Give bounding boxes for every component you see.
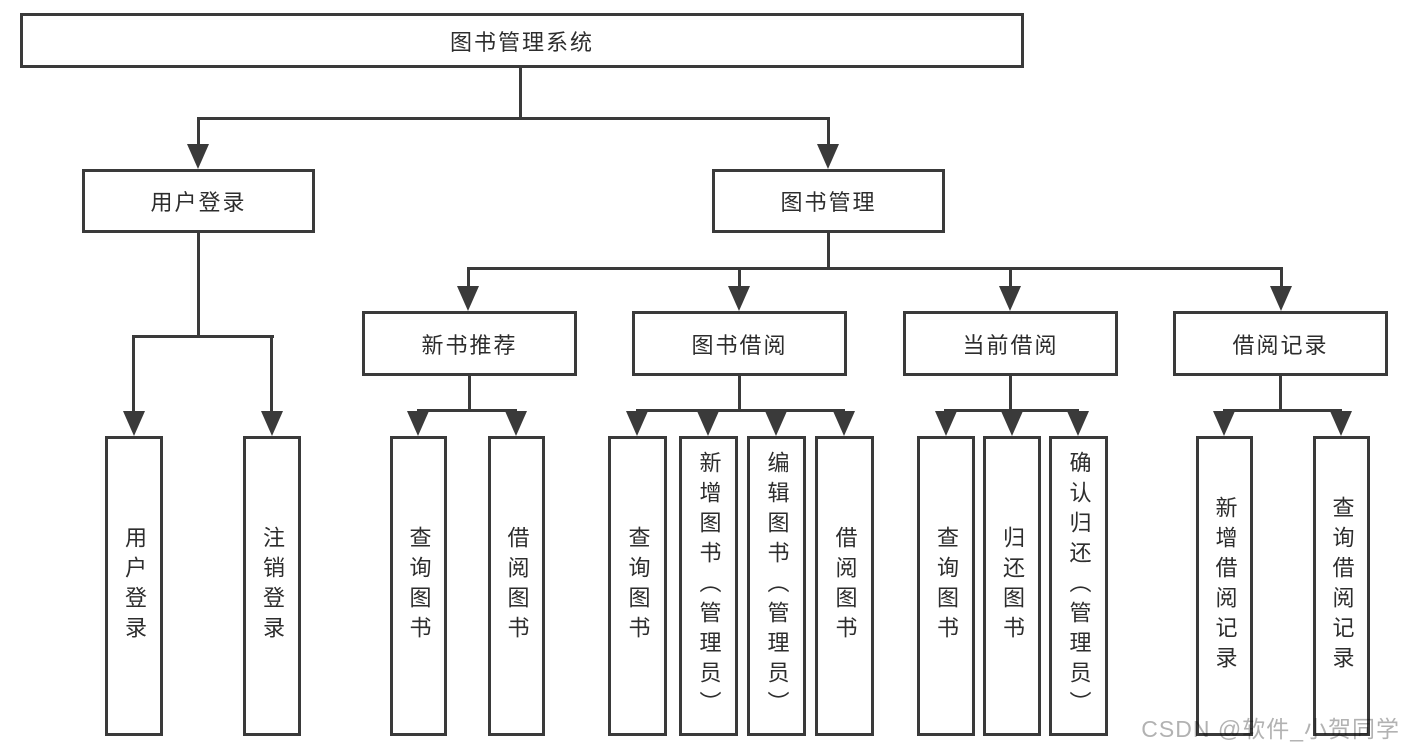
- arrow-down-icon: [833, 411, 855, 436]
- node-label: 图书管理系统: [449, 29, 594, 55]
- node-current-borrowing: 当前借阅: [903, 311, 1118, 376]
- leaf-confirm-return-admin: 确认归还（管理员）: [1049, 436, 1108, 736]
- node-label: 当前借阅: [962, 332, 1059, 358]
- arrow-down-icon: [187, 144, 209, 169]
- watermark: CSDN @软件_小贺同学: [1141, 716, 1400, 742]
- connector-line: [944, 409, 1079, 412]
- connector-line: [827, 117, 830, 147]
- arrow-down-icon: [697, 411, 719, 436]
- leaf-query-books: 查询图书: [390, 436, 447, 736]
- node-label: 注销登录: [260, 526, 285, 646]
- leaf-add-books-admin: 新增图书（管理员）: [679, 436, 738, 736]
- node-label: 查询借阅记录: [1329, 496, 1355, 676]
- connector-line: [1009, 267, 1012, 293]
- connector-line: [467, 267, 1283, 270]
- connector-line: [198, 117, 830, 120]
- node-label: 新书推荐: [421, 332, 518, 358]
- node-label: 新增借阅记录: [1212, 496, 1238, 676]
- connector-line: [468, 376, 471, 411]
- arrow-down-icon: [1330, 411, 1352, 436]
- arrow-down-icon: [626, 411, 648, 436]
- arrow-down-icon: [505, 411, 527, 436]
- node-book-management: 图书管理: [712, 169, 945, 233]
- connector-line: [738, 376, 741, 411]
- leaf-query-books: 查询图书: [608, 436, 667, 736]
- connector-line: [197, 233, 200, 337]
- arrow-down-icon: [1213, 411, 1235, 436]
- node-borrowing-records: 借阅记录: [1173, 311, 1388, 376]
- arrow-down-icon: [765, 411, 787, 436]
- connector-line: [636, 409, 845, 412]
- node-label: 查询图书: [406, 526, 432, 646]
- leaf-logout: 注销登录: [243, 436, 301, 736]
- node-label: 图书管理: [780, 190, 877, 215]
- connector-line: [1279, 376, 1282, 411]
- connector-line: [417, 409, 517, 412]
- node-user-login: 用户登录: [82, 169, 315, 233]
- node-label: 用户登录: [150, 190, 247, 215]
- leaf-return-books: 归还图书: [983, 436, 1041, 736]
- connector-line: [738, 267, 741, 293]
- connector-line: [827, 233, 830, 269]
- arrow-down-icon: [1001, 411, 1023, 436]
- connector-line: [519, 68, 522, 118]
- node-label: 借阅图书: [504, 526, 530, 646]
- connector-line: [1009, 376, 1012, 411]
- arrow-down-icon: [123, 411, 145, 436]
- arrow-down-icon: [999, 286, 1021, 311]
- node-label: 新增图书（管理员）: [696, 451, 722, 721]
- arrow-down-icon: [817, 144, 839, 169]
- arrow-down-icon: [407, 411, 429, 436]
- connector-line: [467, 267, 470, 293]
- arrow-down-icon: [1270, 286, 1292, 311]
- node-label: 借阅图书: [832, 526, 858, 646]
- node-label: 查询图书: [934, 526, 959, 646]
- node-label: 编辑图书（管理员）: [764, 451, 790, 721]
- connector-line: [1280, 267, 1283, 293]
- node-label: 用户登录: [122, 526, 147, 646]
- arrow-down-icon: [261, 411, 283, 436]
- leaf-query-books: 查询图书: [917, 436, 975, 736]
- connector-line: [132, 335, 135, 413]
- node-label: 确认归还（管理员）: [1066, 451, 1092, 721]
- leaf-user-login: 用户登录: [105, 436, 163, 736]
- leaf-edit-books-admin: 编辑图书（管理员）: [747, 436, 806, 736]
- connector-line: [197, 117, 200, 147]
- leaf-add-borrow-record: 新增借阅记录: [1196, 436, 1253, 736]
- node-library-management-system: 图书管理系统: [20, 13, 1024, 68]
- arrow-down-icon: [935, 411, 957, 436]
- leaf-borrow-books: 借阅图书: [815, 436, 874, 736]
- node-label: 查询图书: [625, 526, 651, 646]
- node-label: 借阅记录: [1232, 332, 1329, 358]
- node-book-borrowing: 图书借阅: [632, 311, 847, 376]
- node-new-book-recommendation: 新书推荐: [362, 311, 577, 376]
- arrow-down-icon: [457, 286, 479, 311]
- arrow-down-icon: [728, 286, 750, 311]
- connector-line: [1223, 409, 1342, 412]
- leaf-query-borrow-record: 查询借阅记录: [1313, 436, 1370, 736]
- leaf-borrow-books: 借阅图书: [488, 436, 545, 736]
- node-label: 图书借阅: [691, 332, 788, 358]
- connector-line: [133, 335, 274, 338]
- arrow-down-icon: [1067, 411, 1089, 436]
- node-label: 归还图书: [1000, 526, 1025, 646]
- connector-line: [270, 335, 273, 413]
